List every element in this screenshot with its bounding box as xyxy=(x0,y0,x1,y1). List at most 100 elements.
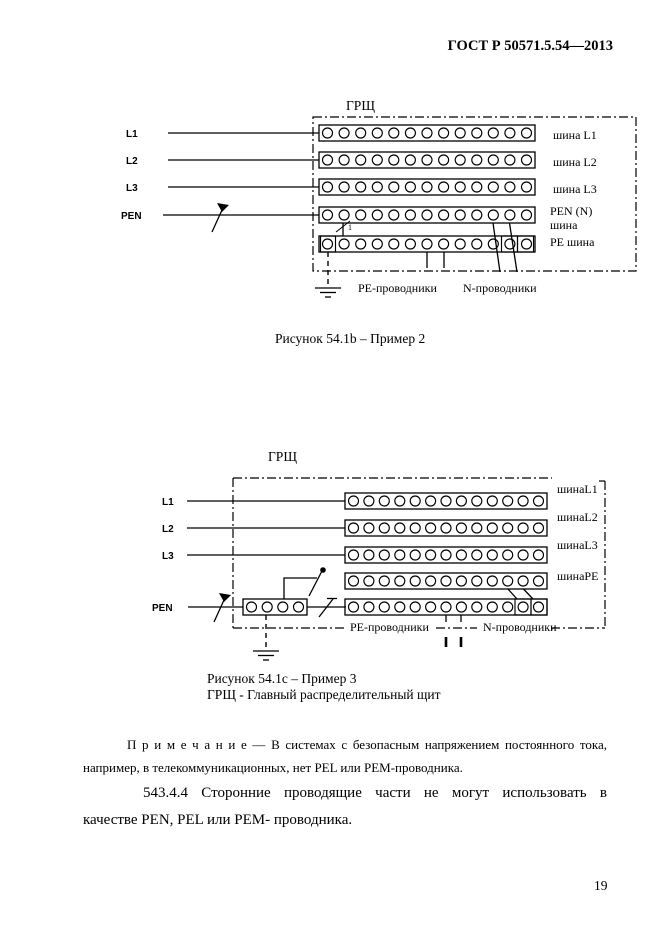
terminal-hole xyxy=(471,181,483,193)
terminal-hole xyxy=(454,209,466,221)
feeder-label: L3 xyxy=(126,183,138,194)
n-conductor-lines xyxy=(507,588,534,600)
bus-label: шина xyxy=(550,218,578,232)
terminal-hole xyxy=(394,601,406,613)
terminal-hole xyxy=(363,549,375,561)
terminal-hole xyxy=(532,522,545,534)
bus-label: шинаL1 xyxy=(557,482,598,496)
terminal-hole xyxy=(421,181,433,193)
terminal-hole xyxy=(486,495,498,507)
bus-bar-pen-n xyxy=(318,206,536,224)
bus-bar-l2 xyxy=(318,151,536,169)
terminal-hole xyxy=(438,209,450,221)
terminal-hole xyxy=(454,238,466,250)
terminal-hole xyxy=(520,181,533,193)
feeder-label: PEN xyxy=(152,603,173,614)
terminal-hole xyxy=(355,127,367,139)
feeder-label: L1 xyxy=(162,497,174,508)
terminal-hole xyxy=(502,575,514,587)
terminal-hole xyxy=(486,575,498,587)
terminal-hole xyxy=(371,127,383,139)
terminal-hole xyxy=(487,209,499,221)
terminal-hole xyxy=(388,181,400,193)
terminal-hole xyxy=(455,549,467,561)
feeder-lines xyxy=(187,500,352,608)
removable-link-icon: 1 xyxy=(335,220,352,236)
terminal-hole xyxy=(520,209,533,221)
pen-separation-icon xyxy=(213,593,231,623)
bus-bar-l3 xyxy=(318,178,536,196)
terminal-hole xyxy=(471,209,483,221)
link-mark: 1 xyxy=(348,223,352,232)
figure-54-1b-diagram: ГРЩ L1 L2 L3 PEN xyxy=(121,98,637,298)
bus-label: шинаL2 xyxy=(557,510,598,524)
terminal-hole xyxy=(388,209,400,221)
bus-label: шина L3 xyxy=(553,182,597,196)
note-line1: П р и м е ч а н и е — В системах с безоп… xyxy=(127,737,607,752)
terminal-hole xyxy=(504,154,516,166)
terminal-hole xyxy=(438,181,450,193)
figure2-caption: Рисунок 54.1c – Пример 3 ГРЩ - Главный р… xyxy=(207,671,441,703)
figure1-caption: Рисунок 54.1b – Пример 2 xyxy=(275,331,426,346)
pe-conductor-lines xyxy=(426,252,445,268)
terminal-hole xyxy=(504,181,516,193)
terminal-hole xyxy=(292,601,305,613)
terminal-hole xyxy=(409,522,421,534)
note-line2: например, в телекоммуникационных, нет PE… xyxy=(83,760,463,775)
terminal-hole xyxy=(454,127,466,139)
terminal-hole xyxy=(388,154,400,166)
terminal-hole xyxy=(471,522,483,534)
terminal-hole xyxy=(425,575,437,587)
terminal-hole xyxy=(363,495,375,507)
terminal-hole xyxy=(321,181,334,193)
terminal-hole xyxy=(347,522,360,534)
terminal-box xyxy=(530,598,548,616)
n-conductors-label: N-проводники xyxy=(463,281,537,295)
terminal-hole xyxy=(502,601,514,613)
terminal-hole xyxy=(517,575,529,587)
earth-ground-icon xyxy=(315,252,341,298)
terminal-hole xyxy=(486,549,498,561)
terminal-hole xyxy=(321,209,334,221)
terminal-hole xyxy=(440,495,452,507)
bus-label: шинаPE xyxy=(557,569,598,583)
terminal-hole xyxy=(394,575,406,587)
terminal-hole xyxy=(532,549,545,561)
bus-bar-n xyxy=(344,598,548,616)
terminal-hole xyxy=(378,495,390,507)
terminal-hole xyxy=(532,575,545,587)
bus-label: шина L2 xyxy=(553,155,597,169)
terminal-hole xyxy=(517,601,529,613)
terminal-hole xyxy=(321,127,334,139)
terminal-hole xyxy=(455,522,467,534)
terminal-hole xyxy=(487,127,499,139)
terminal-hole xyxy=(504,209,516,221)
terminal-hole xyxy=(371,181,383,193)
terminal-hole xyxy=(425,495,437,507)
terminal-hole xyxy=(409,575,421,587)
terminal-hole xyxy=(440,575,452,587)
terminal-hole xyxy=(394,495,406,507)
bus-bar-l2 xyxy=(344,519,548,537)
terminal-hole xyxy=(487,181,499,193)
clause-line2: качестве PEN, PEL или PEM- проводника. xyxy=(83,812,353,828)
bus-bar-pe xyxy=(344,572,548,590)
terminal-hole xyxy=(355,181,367,193)
terminal-hole xyxy=(471,495,483,507)
page-number: 19 xyxy=(594,878,608,893)
terminal-hole xyxy=(371,238,383,250)
terminal-hole xyxy=(502,522,514,534)
terminal-hole xyxy=(502,549,514,561)
figure-54-1c-diagram: ГРЩ L1 L2 L3 PEN xyxy=(152,449,606,661)
panel-outline xyxy=(232,477,606,629)
terminal-hole xyxy=(409,601,421,613)
terminal-hole xyxy=(404,209,416,221)
terminal-hole xyxy=(245,601,258,613)
terminal-hole xyxy=(409,549,421,561)
terminal-hole xyxy=(355,238,367,250)
terminal-hole xyxy=(471,575,483,587)
terminal-hole xyxy=(502,495,514,507)
terminal-hole xyxy=(438,154,450,166)
terminal-hole xyxy=(438,127,450,139)
bus-bar-l1 xyxy=(344,492,548,510)
